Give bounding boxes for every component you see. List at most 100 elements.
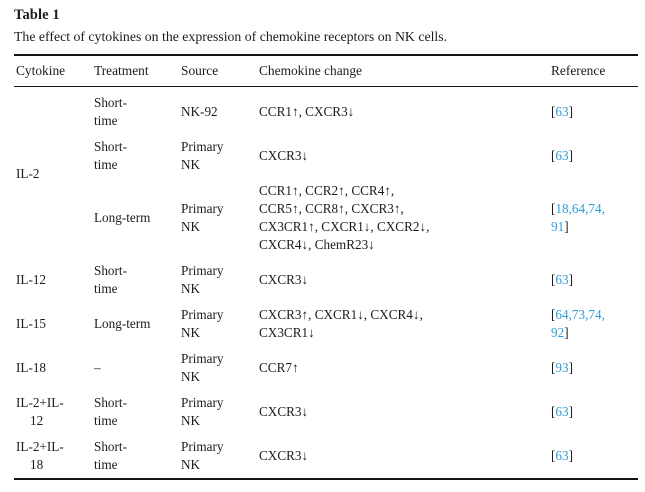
cytokine-cell: IL-18: [14, 346, 92, 390]
reference-cell: [64,73,74,92]: [549, 302, 638, 346]
reference-bracket-open: [: [551, 360, 556, 375]
citation-link[interactable]: 74,: [588, 201, 605, 216]
paper-page: Table 1 The effect of cytokines on the e…: [14, 7, 638, 480]
treatment-cell: Short-time: [92, 134, 179, 178]
cell-text-line: Short-: [94, 439, 127, 454]
cell-text-line: Primary: [181, 139, 224, 154]
column-header-treatment: Treatment: [94, 63, 149, 78]
citation-link[interactable]: 18,: [555, 201, 572, 216]
citation-link[interactable]: 64,: [555, 307, 572, 322]
reference-bracket-open: [: [551, 448, 556, 463]
table-label: Table 1: [14, 7, 60, 23]
cell-text-line: CXCR3↓: [259, 448, 309, 463]
reference-cell: [93]: [549, 346, 638, 390]
chemokine-change-cell: CCR7↑: [257, 346, 549, 390]
cell-text-line: CXCR3↓: [259, 148, 309, 163]
cell-text-line: CX3CR1↑, CXCR1↓, CXCR2↓,: [259, 219, 430, 234]
citation-link[interactable]: 92: [551, 325, 565, 340]
citation-link[interactable]: 63: [555, 448, 569, 463]
treatment-cell: –: [92, 346, 179, 390]
citation-link[interactable]: 73,: [571, 307, 589, 322]
cell-text-line: Short-: [94, 139, 127, 154]
cell-text-line: NK: [181, 219, 201, 234]
reference-bracket-open: [: [551, 404, 556, 419]
cell-text-line: time: [94, 157, 118, 172]
reference-bracket-close: ]: [564, 219, 569, 234]
cell-text-line: CXCR3↑, CXCR1↓, CXCR4↓,: [259, 307, 423, 322]
chemokine-change-cell: CCR1↑, CCR2↑, CCR4↑, CCR5↑, CCR8↑, CXCR3↑…: [257, 178, 549, 258]
cell-text-line: IL-18: [16, 360, 47, 375]
reference-bracket-close: ]: [568, 272, 573, 287]
citation-link[interactable]: 63: [555, 404, 569, 419]
cell-text-line: IL-12: [16, 272, 47, 287]
cell-text-line: Short-: [94, 395, 127, 410]
cell-text-line: NK: [181, 413, 201, 428]
table-caption: The effect of cytokines on the expressio…: [14, 29, 448, 44]
chemokine-change-cell: CXCR3↓: [257, 390, 549, 434]
cell-text-line: Primary: [181, 439, 224, 454]
citation-link[interactable]: 91: [551, 219, 565, 234]
cell-text-line: Long-term: [94, 210, 151, 225]
reference-cell: [63]: [549, 390, 638, 434]
chemokine-change-cell: CXCR3↓: [257, 434, 549, 479]
citation-link[interactable]: 63: [555, 148, 569, 163]
cell-text-line: NK: [181, 325, 201, 340]
cell-text-line: time: [94, 281, 118, 296]
cell-text-line: –: [94, 360, 101, 375]
cell-text-line: IL-2: [16, 166, 40, 181]
cell-text-line: NK: [181, 369, 201, 384]
treatment-cell: Short-time: [92, 87, 179, 135]
citation-link[interactable]: 74,: [588, 307, 605, 322]
cytokine-cell: IL-12: [14, 258, 92, 302]
reference-cell: [63]: [549, 434, 638, 479]
citation-link[interactable]: 64,: [571, 201, 589, 216]
cell-text-line: 18: [30, 457, 44, 472]
cell-text-line: Primary: [181, 395, 224, 410]
citation-link[interactable]: 63: [555, 104, 569, 119]
cell-text-line: time: [94, 413, 118, 428]
reference-cell: [63]: [549, 87, 638, 135]
treatment-cell: Short-time: [92, 258, 179, 302]
treatment-cell: Long-term: [92, 178, 179, 258]
reference-bracket-close: ]: [568, 448, 573, 463]
reference-bracket-open: [: [551, 148, 556, 163]
column-header-change: Chemokine change: [259, 63, 362, 78]
cell-text-line: Long-term: [94, 316, 151, 331]
column-header-source: Source: [181, 63, 219, 78]
cell-text-line: Primary: [181, 307, 224, 322]
treatment-cell: Short-time: [92, 434, 179, 479]
cell-text-line: IL-15: [16, 316, 47, 331]
cell-text-line: time: [94, 113, 118, 128]
reference-cell: [63]: [549, 258, 638, 302]
cell-text-line: CX3CR1↓: [259, 325, 315, 340]
cell-text-line: CCR5↑, CCR8↑, CXCR3↑,: [259, 201, 404, 216]
cell-text-line: NK-92: [181, 104, 218, 119]
column-header-cytokine: Cytokine: [16, 63, 66, 78]
cell-text-line: NK: [181, 281, 201, 296]
cell-text-line: CXCR4↓, ChemR23↓: [259, 237, 375, 252]
cell-text-line: time: [94, 457, 118, 472]
reference-bracket-open: [: [551, 104, 556, 119]
cell-text-line: CCR1↑, CXCR3↓: [259, 104, 355, 119]
citation-link[interactable]: 63: [555, 272, 569, 287]
cell-text-line: Short-: [94, 95, 127, 110]
citation-link[interactable]: 93: [555, 360, 569, 375]
cell-text-line: IL-2+IL-: [16, 395, 64, 410]
cell-text-line: 12: [30, 413, 44, 428]
cell-text-line: NK: [181, 157, 201, 172]
cell-text-line: Primary: [181, 351, 224, 366]
cell-text-line: CCR1↑, CCR2↑, CCR4↑,: [259, 183, 395, 198]
chemokine-change-cell: CXCR3↓: [257, 258, 549, 302]
